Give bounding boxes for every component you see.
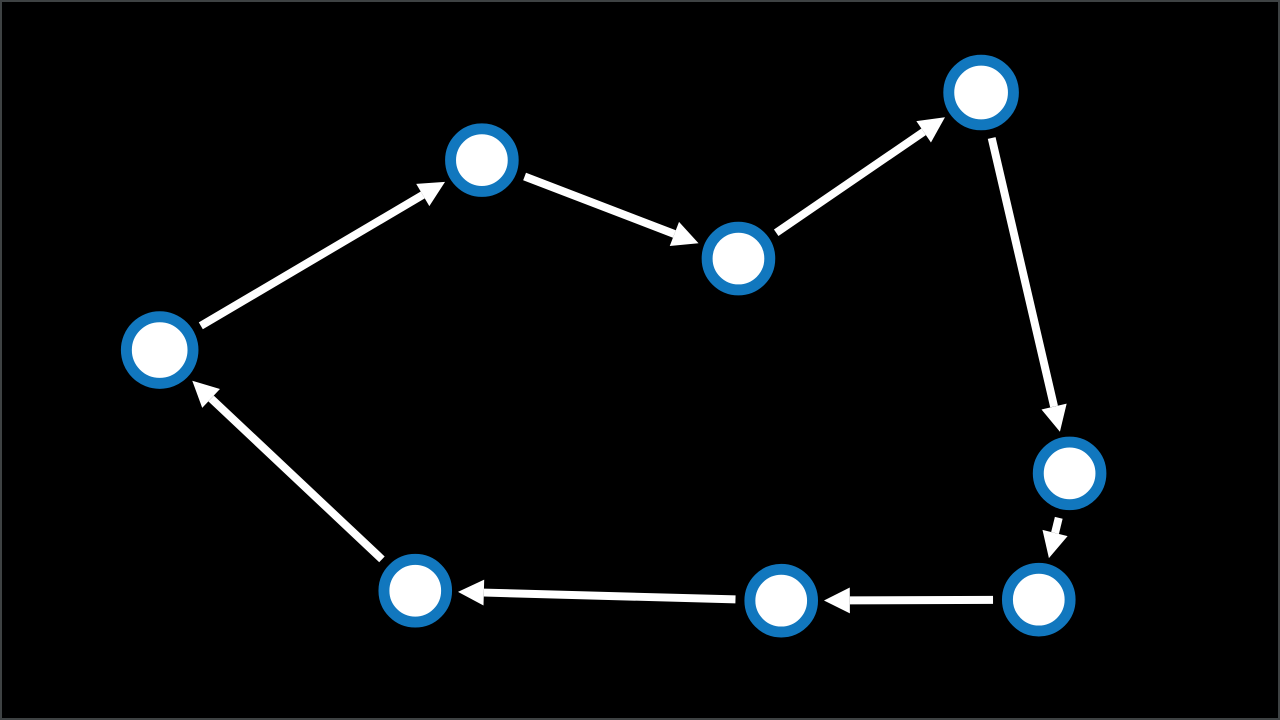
graph-edge bbox=[987, 137, 1067, 432]
graph-node bbox=[1001, 562, 1076, 637]
graph-edge bbox=[198, 181, 446, 330]
arrowhead-icon bbox=[1041, 403, 1067, 432]
graph-edge bbox=[773, 117, 945, 237]
graph-node bbox=[120, 311, 199, 389]
arrowhead-icon bbox=[458, 579, 485, 606]
graph-node bbox=[943, 54, 1019, 131]
graph-edge-line bbox=[208, 395, 385, 563]
graph-edge-line bbox=[1051, 516, 1063, 534]
graph-node bbox=[701, 221, 776, 296]
arrowhead-icon bbox=[669, 221, 699, 247]
graph-edge-line bbox=[523, 172, 676, 238]
graph-edge-line bbox=[987, 137, 1058, 408]
graph-edge bbox=[523, 172, 699, 247]
graph-edge-line bbox=[198, 191, 425, 330]
arrowhead-icon bbox=[1042, 529, 1068, 559]
graph-edge-line bbox=[849, 595, 994, 605]
graph-node bbox=[1032, 436, 1107, 511]
graph-edge bbox=[823, 587, 994, 614]
graph-edge bbox=[458, 579, 736, 606]
arrowhead-icon bbox=[916, 117, 945, 143]
graph-edge bbox=[192, 380, 385, 563]
graph-edge bbox=[1042, 516, 1068, 559]
graph-edge-line bbox=[483, 588, 736, 604]
graph-node bbox=[445, 123, 519, 197]
arrowhead-icon bbox=[192, 380, 220, 408]
arrowhead-icon bbox=[823, 587, 850, 614]
graph-edge-line bbox=[773, 128, 926, 237]
graph-node bbox=[744, 563, 819, 638]
arrowhead-icon bbox=[416, 181, 446, 207]
graph-node bbox=[378, 553, 453, 628]
